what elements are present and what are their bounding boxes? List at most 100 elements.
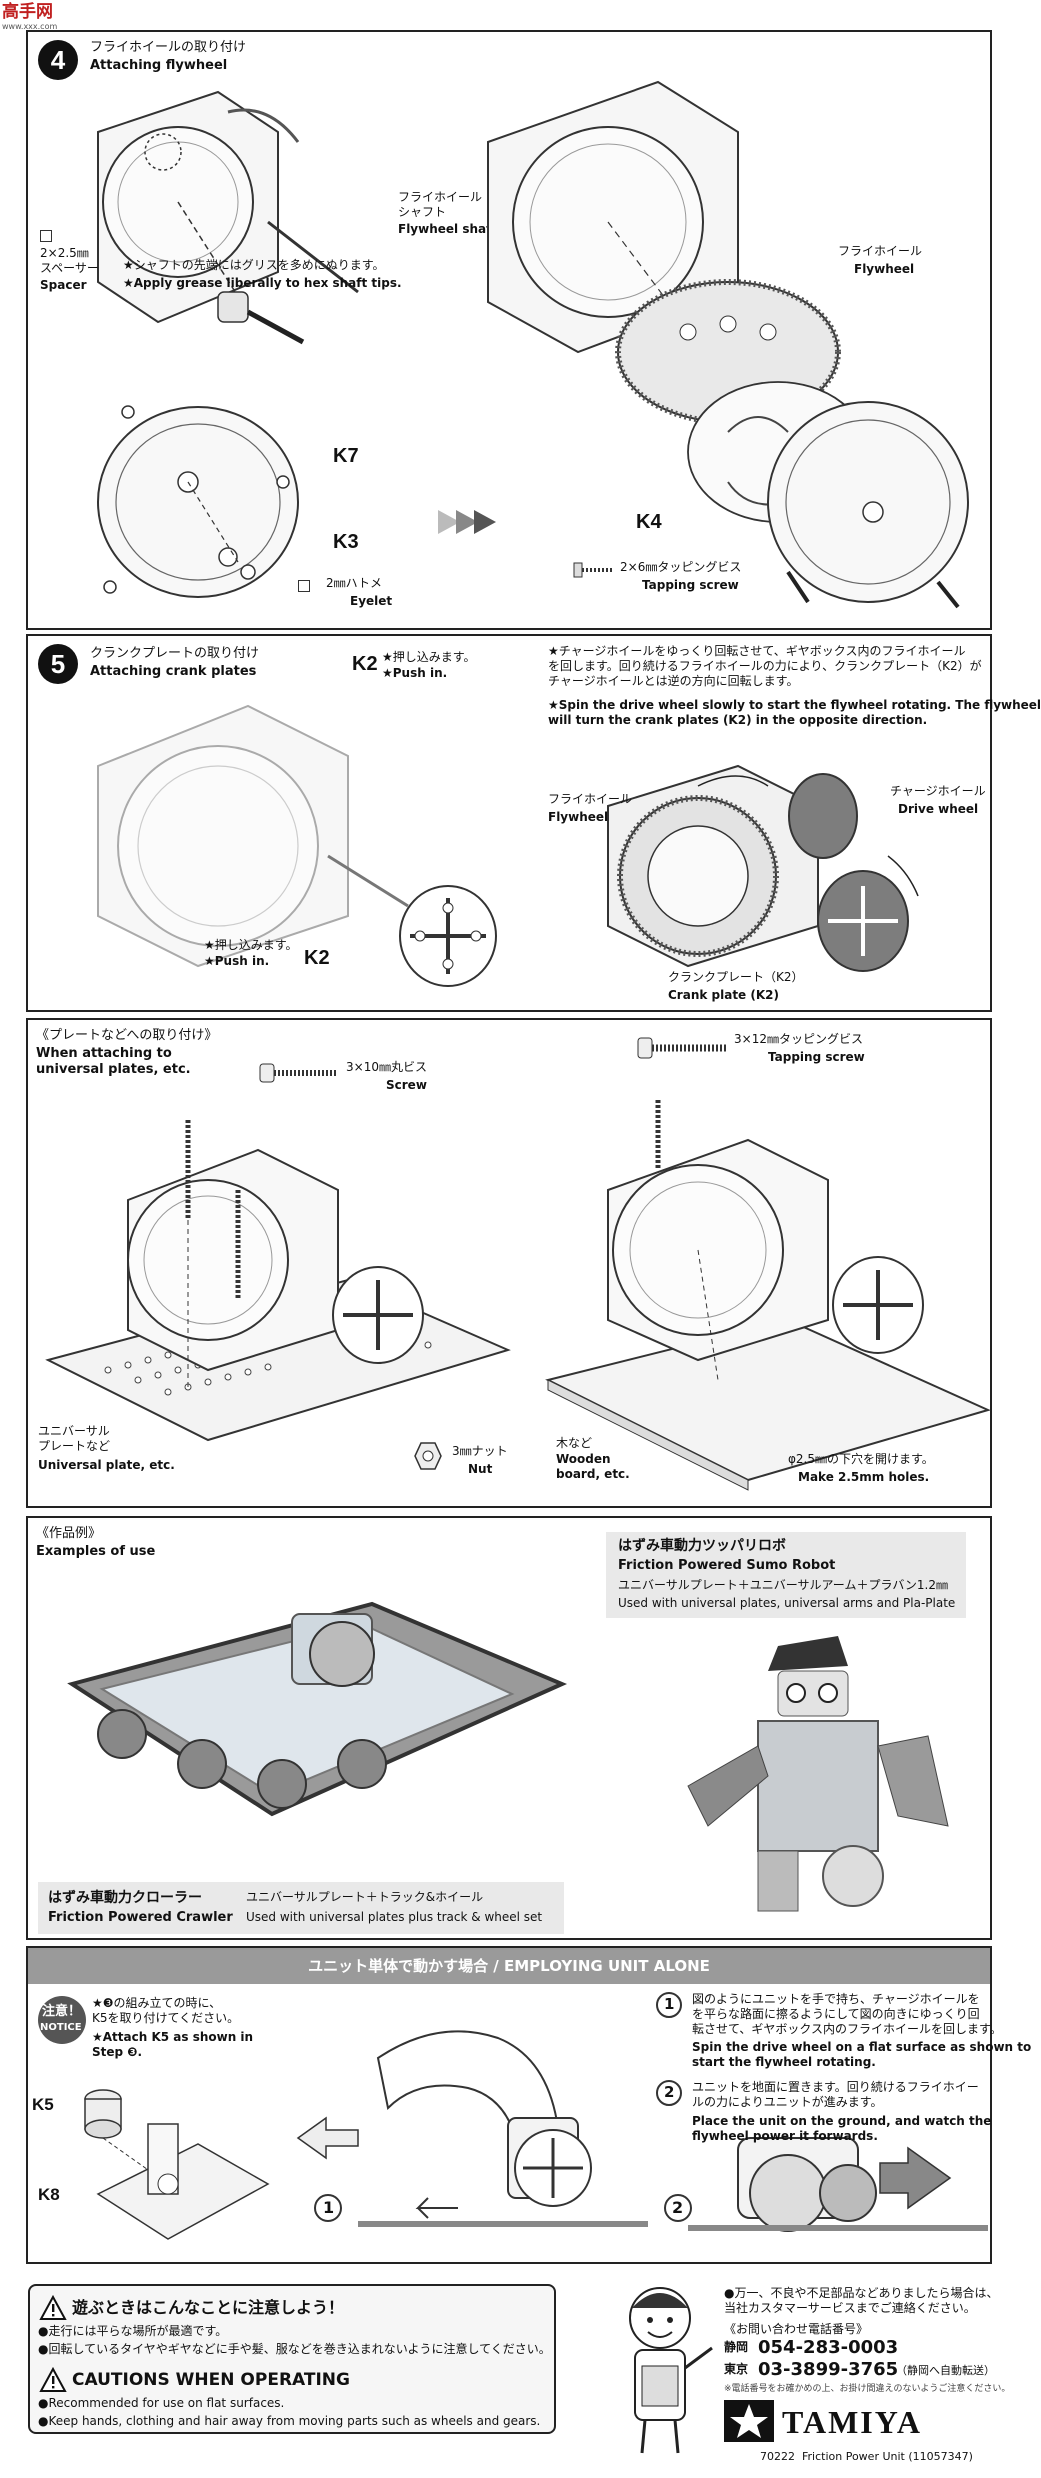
mascot-illustration [629, 2287, 713, 2454]
crawler-caption [38, 1882, 564, 1934]
step1-en: Spin the drive wheel on a flat surface a… [692, 2040, 1032, 2069]
examples-title-en: Examples of use [36, 1544, 156, 1559]
tokyo-note: （静岡へ自動転送） [896, 2364, 995, 2377]
crank-gearbox-illustration [97, 704, 497, 987]
wooden-board-illustration [545, 1100, 991, 1491]
sumo-caption [606, 1532, 966, 1618]
crank-plate-en: Crank plate (K2) [668, 988, 779, 1002]
notice-text-jp: ★❸の組み立ての時に、 K5を取り付けてください。 [92, 1996, 240, 2025]
warning-icon-en [39, 2366, 67, 2392]
step5-k2-top: K2 [352, 653, 378, 675]
step5-panel: 5 クランクプレートの取り付け Attaching crank plates K… [26, 634, 1041, 1012]
step4-panel: 4 フライホイールの取り付け Attaching flywheel 2×2.5㎜… [26, 30, 992, 630]
figure2-badge [664, 2194, 692, 2222]
shizuoka-label: 静岡 [724, 2340, 749, 2354]
wood-en: Wooden board, etc. [556, 1452, 630, 1481]
eyelet-icon [298, 580, 310, 592]
step2-en: Place the unit on the ground, and watch … [692, 2114, 992, 2143]
k7-disc-illustration [97, 405, 299, 598]
screw10-jp: 3×10㎜丸ビス [346, 1060, 427, 1074]
left-arrow-icon [296, 2116, 359, 2160]
step5-flywheel-jp: フライホイール [548, 792, 633, 806]
hand-spin-illustration [358, 2030, 648, 2227]
step1-jp: 図のようにユニットを手で持ち、チャージホイールを を平らな路面に擦るようにして図… [692, 1992, 1002, 2036]
nut-jp: 3㎜ナット [452, 1444, 508, 1458]
k5-k8-illustration [84, 2089, 270, 2240]
drive-wheel-jp: チャージホイール [890, 784, 986, 798]
push-in2-en: ★Push in. [204, 954, 270, 968]
sumo-title-jp: はずみ車動力ツッパリロボ [618, 1538, 786, 1554]
screw10-en: Screw [386, 1078, 427, 1092]
step5-flywheel-en: Flywheel [548, 810, 609, 824]
part-k3: K3 [333, 531, 359, 553]
tokyo-phone: 03-3899-3765 [758, 2359, 899, 2380]
cautions-title-en: CAUTIONS WHEN OPERATING [72, 2370, 350, 2390]
cautions-box: 遊ぶときはこんなことに注意しよう！ ●走行には平らな場所が最適です。 ●回転して… [28, 2284, 556, 2434]
tap12-icon [637, 1037, 726, 1059]
watermark-logo: 高手网 [2, 2, 53, 22]
plates-title-en: When attaching to universal plates, etc. [36, 1046, 191, 1078]
examples-title-jp: 《作品例》 [36, 1526, 102, 1541]
service-intro: ●万一、不良や不足部品などありましたら場合は、 当社カスタマーサービスまでご連絡… [724, 2286, 999, 2315]
alone-header: ユニット単体で動かす場合 / EMPLOYING UNIT ALONE [28, 1948, 990, 1984]
shizuoka-phone: 054-283-0003 [758, 2337, 899, 2358]
item-code: 70222 Friction Power Unit (11057347) [760, 2450, 973, 2463]
eyelet-label-jp: 2㎜ハトメ [326, 576, 382, 590]
crawler-photo [67, 1601, 568, 1817]
push-in-en: ★Push in. [382, 666, 448, 680]
tamiya-brand: TAMIYA [782, 2404, 923, 2440]
step2-jp: ユニットを地面に置きます。回り続けるフライホイー ルの力によりユニットが進みます… [692, 2080, 979, 2109]
gearbox-illustration [97, 90, 359, 345]
crank-rotation-illustration [607, 764, 919, 972]
push-in2-jp: ★押し込みます。 [204, 938, 298, 952]
tokyo-label: 東京 [724, 2362, 749, 2376]
step2-number: 2 [664, 2083, 675, 2101]
fine-print: ※電話番号をお確かめの上、お掛け間違えのないようご注意ください。 [724, 2384, 1011, 2394]
tap12-en: Tapping screw [768, 1050, 865, 1064]
cautions-line1-en: ●Recommended for use on flat surfaces. [38, 2396, 285, 2410]
cautions-line2-jp: ●回転しているタイヤやギヤなどに手や髪、服などを巻き込まれないように注意してくだ… [38, 2342, 551, 2356]
flywheel-label-jp: フライホイール [838, 244, 923, 258]
plates-title-jp: 《プレートなどへの取り付け》 [36, 1028, 218, 1043]
examples-panel: 《作品例》 Examples of use はずみ車動力ツッパリロボ Frict… [26, 1516, 992, 1940]
step5-number: 5 [38, 644, 78, 684]
crawler-parts-jp: ユニバーサルプレート＋トラック&ホイール [246, 1890, 484, 1904]
step1-badge [656, 1992, 682, 2018]
drive-wheel-en: Drive wheel [898, 802, 979, 816]
notice-text-en: ★Attach K5 as shown in Step ❸. [92, 2030, 254, 2059]
nut-en: Nut [468, 1462, 493, 1476]
sumo-robot-photo [687, 1636, 949, 1912]
crawler-parts-en: Used with universal plates plus track & … [246, 1910, 543, 1924]
step5-k2-bottom: K2 [304, 947, 330, 969]
wood-jp: 木など [556, 1436, 593, 1450]
grease-note-jp: ★シャフトの先端にはグリスを多めにぬります。 [123, 258, 385, 272]
tapping-screw-icon [573, 562, 612, 578]
figure2-number: 2 [672, 2198, 684, 2217]
cautions-line1-jp: ●走行には平らな場所が最適です。 [38, 2324, 228, 2338]
step4-number: 4 [38, 40, 78, 80]
flywheel-shaft-jp: フライホイール シャフト [398, 190, 483, 219]
tapping-screw-jp: 2×6㎜タッピングビス [620, 560, 742, 574]
step5-note-jp: ★チャージホイールをゆっくり回転させて、ギヤボックス内のフライホイール を回しま… [548, 644, 982, 688]
cautions-line2-en: ●Keep hands, clothing and hair away from… [38, 2414, 541, 2428]
figure1-number: 1 [323, 2198, 335, 2217]
crawler-title-jp: はずみ車動力クローラー [48, 1890, 202, 1906]
hole-en: Make 2.5mm holes. [798, 1470, 930, 1484]
alone-panel: ユニット単体で動かす場合 / EMPLOYING UNIT ALONE 注意！ … [26, 1946, 1031, 2264]
crank-plate-jp: クランクプレート（K2） [668, 970, 804, 984]
spacer-label-en: Spacer [40, 278, 87, 292]
step5-title-jp: クランクプレートの取り付け [90, 646, 260, 661]
grease-note-en: ★Apply grease liberally to hex shaft tip… [123, 276, 402, 290]
part-k7: K7 [333, 445, 359, 467]
screw10-icon [259, 1063, 338, 1083]
part-k5: K5 [32, 2095, 54, 2114]
step5-title-en: Attaching crank plates [90, 664, 257, 679]
part-k4: K4 [636, 511, 662, 533]
universal-plate-illustration [45, 1120, 511, 1442]
universal-plate-en: Universal plate, etc. [38, 1458, 175, 1472]
flywheel-exploded-illustration [487, 80, 969, 609]
ground-run-illustration [688, 2137, 988, 2232]
push-in-jp: ★押し込みます。 [382, 650, 476, 664]
crawler-title-en: Friction Powered Crawler [48, 1910, 233, 1925]
spacer-icon [40, 230, 52, 242]
